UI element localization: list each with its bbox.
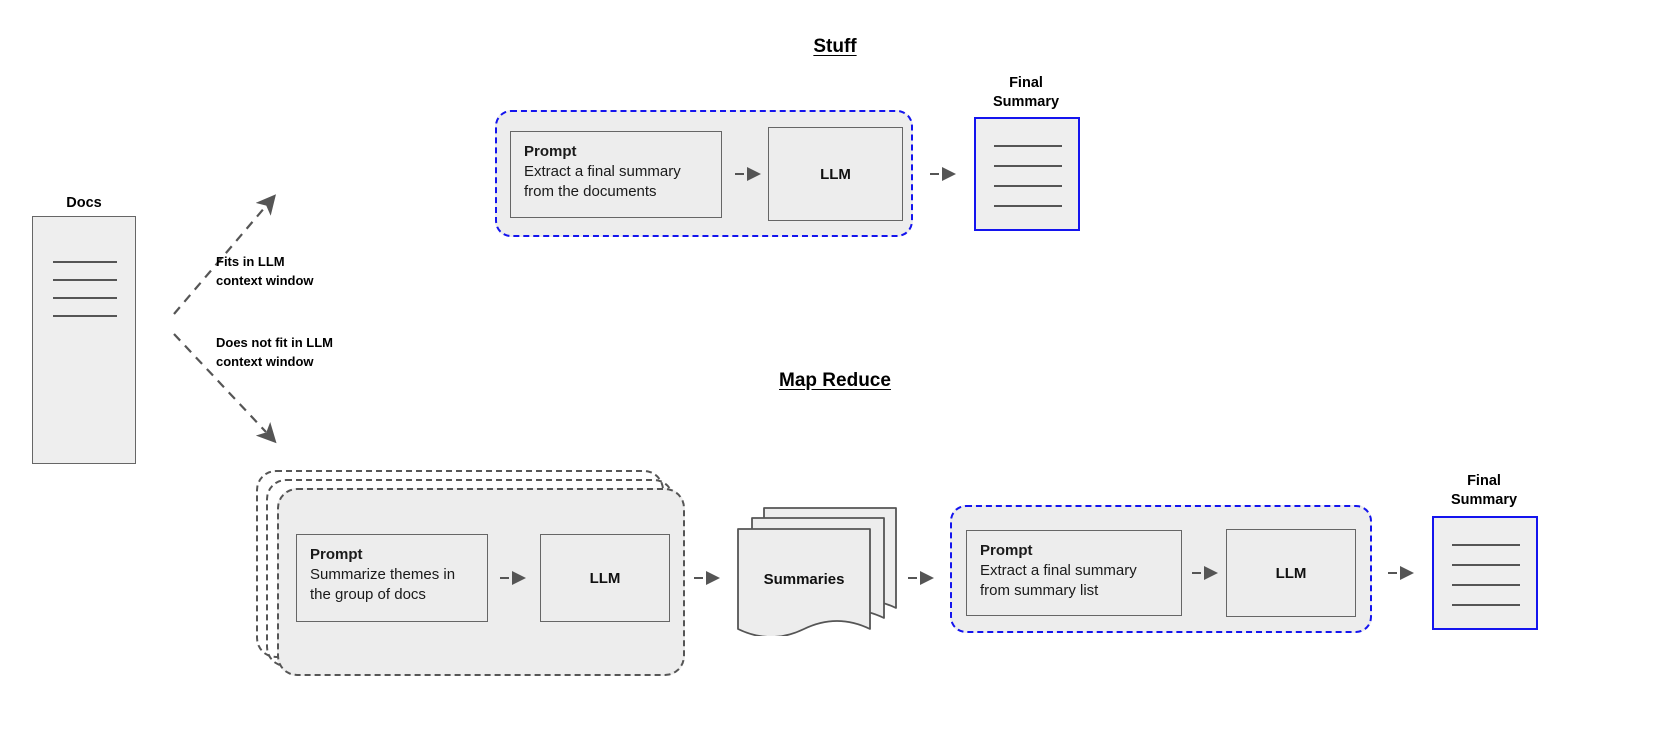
map-llm-label: LLM bbox=[589, 569, 621, 587]
arrow-stub bbox=[908, 577, 917, 579]
mapreduce-final-summary-document bbox=[1432, 516, 1538, 630]
branch-label-does-not-fit: Does not fit in LLM context window bbox=[216, 335, 333, 369]
reduce-arrow-to-final-summary bbox=[1388, 566, 1416, 580]
docs-document bbox=[32, 216, 136, 464]
map-prompt-box: Prompt Summarize themes in the group of … bbox=[296, 534, 488, 622]
map-prompt-body: Summarize themes in the group of docs bbox=[310, 566, 456, 603]
reduce-prompt-box: Prompt Extract a final summary from summ… bbox=[966, 530, 1182, 616]
arrow-head bbox=[512, 571, 526, 585]
reduce-llm-box: LLM bbox=[1226, 529, 1356, 617]
arrow-head bbox=[942, 167, 956, 181]
map-llm-box: LLM bbox=[540, 534, 670, 622]
arrow-stub bbox=[694, 577, 703, 579]
stuff-arrow-llm-to-summary bbox=[930, 167, 958, 181]
stuff-final-summary-caption: Final Summary bbox=[992, 75, 1060, 110]
reduce-prompt-body: Extract a final summary from summary lis… bbox=[980, 562, 1137, 599]
arrow-stub bbox=[735, 173, 744, 175]
map-arrow-to-summaries bbox=[694, 571, 722, 585]
arrow-head bbox=[920, 571, 934, 585]
branch-arrow-down bbox=[173, 333, 277, 444]
stuff-prompt-box: Prompt Extract a final summary from the … bbox=[510, 131, 722, 218]
arrow-head bbox=[706, 571, 720, 585]
summaries-stack: Summaries bbox=[737, 507, 897, 636]
reduce-prompt-text: Prompt Extract a final summary from summ… bbox=[967, 531, 1181, 611]
stuff-section-title: Stuff bbox=[813, 36, 857, 57]
arrow-head bbox=[1204, 566, 1218, 580]
stuff-llm-label: LLM bbox=[820, 165, 851, 183]
docs-text-lines bbox=[33, 217, 135, 463]
summaries-label: Summaries bbox=[764, 571, 845, 588]
stuff-arrow-prompt-to-llm bbox=[735, 167, 763, 181]
arrow-stub bbox=[1388, 572, 1397, 574]
map-prompt-heading: Prompt bbox=[310, 546, 363, 563]
branch-label-fits: Fits in LLM context window bbox=[216, 254, 314, 288]
reduce-prompt-heading: Prompt bbox=[980, 542, 1033, 559]
mapreduce-section-title: Map Reduce bbox=[779, 370, 891, 391]
stuff-llm-box: LLM bbox=[768, 127, 903, 221]
arrow-head bbox=[747, 167, 761, 181]
arrow-head bbox=[1400, 566, 1414, 580]
map-prompt-text: Prompt Summarize themes in the group of … bbox=[297, 535, 487, 615]
stuff-prompt-body: Extract a final summary from the documen… bbox=[524, 163, 681, 200]
arrow-stub bbox=[930, 173, 939, 175]
summaries-arrow-to-reduce bbox=[908, 571, 936, 585]
map-arrow-prompt-to-llm bbox=[500, 571, 528, 585]
docs-label: Docs bbox=[66, 195, 102, 211]
stuff-prompt-text: Prompt Extract a final summary from the … bbox=[511, 132, 721, 212]
branch-arrow-up bbox=[173, 194, 276, 315]
arrow-stub bbox=[500, 577, 509, 579]
stuff-prompt-heading: Prompt bbox=[524, 143, 577, 160]
arrow-stub bbox=[1192, 572, 1201, 574]
final-summary-lines bbox=[1434, 518, 1536, 628]
mapreduce-final-summary-caption: Final Summary bbox=[1450, 473, 1518, 508]
reduce-llm-label: LLM bbox=[1275, 564, 1307, 582]
reduce-arrow-prompt-to-llm bbox=[1192, 566, 1220, 580]
stuff-final-summary-document bbox=[974, 117, 1080, 231]
final-summary-lines bbox=[976, 119, 1078, 229]
